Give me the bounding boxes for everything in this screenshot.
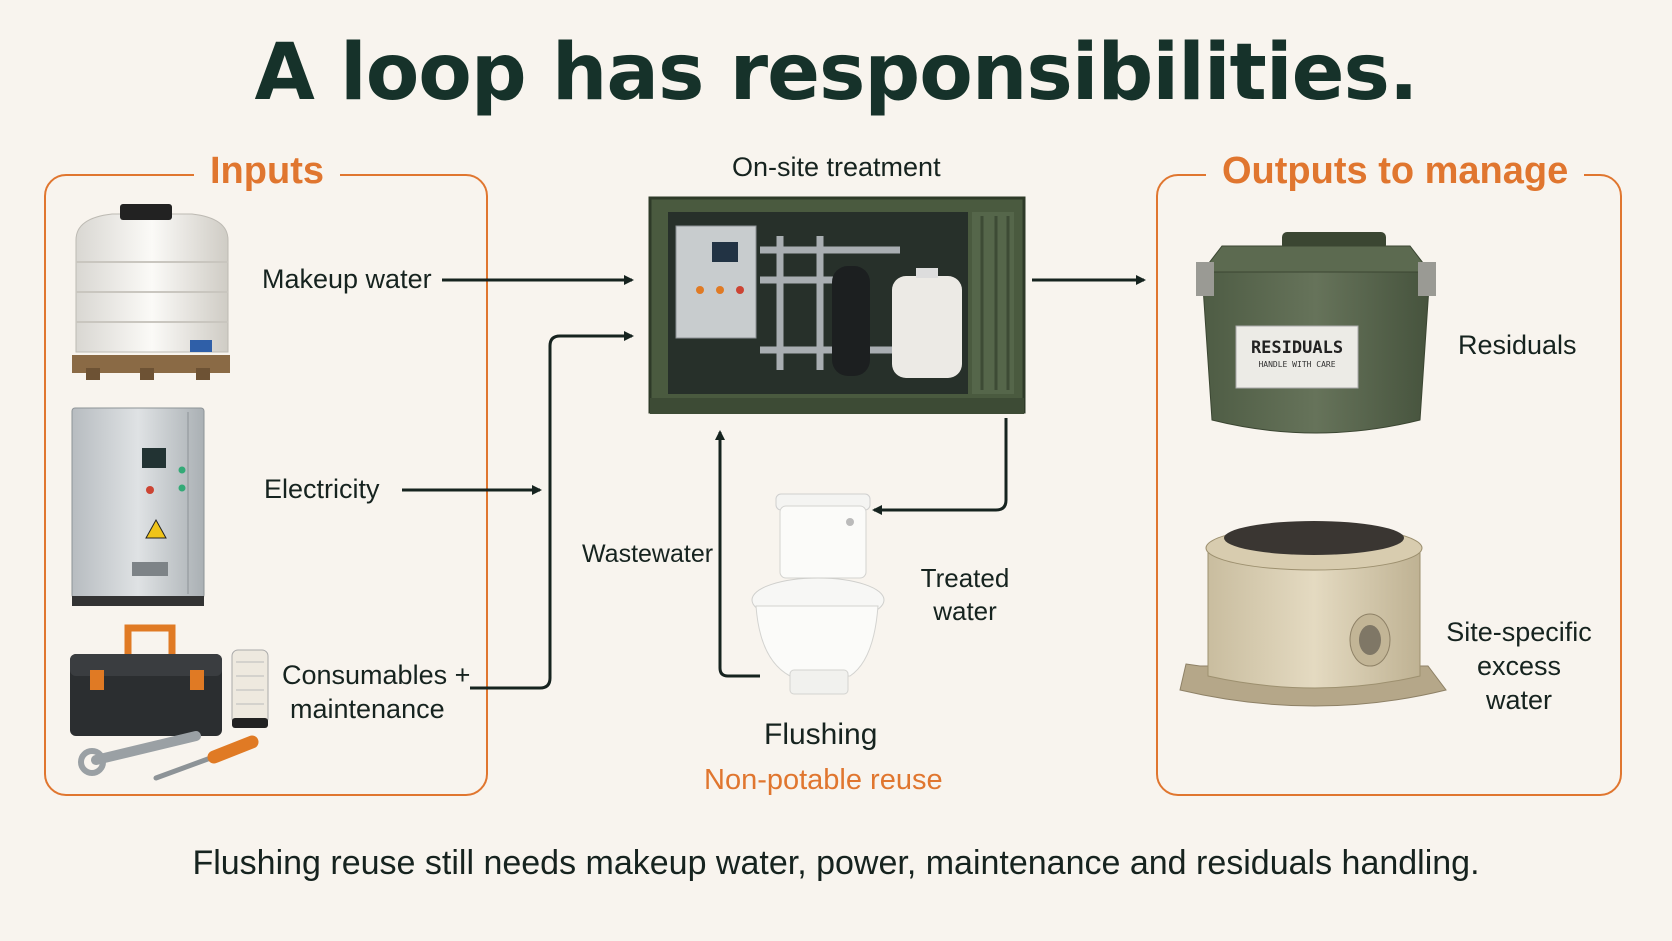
consumables-arrow bbox=[470, 331, 634, 690]
wastewater-label: Wastewater bbox=[582, 540, 714, 568]
residuals-bin-icon bbox=[1196, 232, 1436, 434]
residuals-label: Residuals bbox=[1458, 330, 1577, 360]
page-title: A loop has responsibilities. bbox=[254, 28, 1418, 118]
electrical-cabinet-icon bbox=[71, 407, 205, 606]
connector-arrows bbox=[402, 275, 1146, 690]
maintenance-label: maintenance bbox=[290, 694, 445, 724]
bin-label-sub: HANDLE WITH CARE bbox=[1258, 360, 1336, 369]
treated-water-label: Treated water bbox=[910, 562, 1020, 627]
residuals-bin-label: RESIDUALS HANDLE WITH CARE bbox=[1238, 338, 1356, 369]
outputs-heading: Outputs to manage bbox=[1206, 150, 1585, 193]
non-potable-reuse-label: Non-potable reuse bbox=[704, 764, 943, 796]
makeup-water-label: Makeup water bbox=[262, 264, 432, 294]
excess-line-1: Site-specific bbox=[1446, 617, 1592, 647]
overflow-vault-icon bbox=[1179, 521, 1447, 707]
treated-word: Treated bbox=[920, 563, 1010, 593]
treated-water-arrow bbox=[872, 418, 1008, 515]
excess-water-label: Site-specific excess water bbox=[1434, 616, 1604, 717]
excess-line-2: excess bbox=[1476, 650, 1562, 681]
toilet-icon bbox=[751, 493, 885, 695]
flushing-label: Flushing bbox=[764, 718, 878, 751]
wrench-icon bbox=[78, 731, 201, 776]
consumables-label: Consumables + bbox=[282, 660, 471, 690]
treatment-heading: On-site treatment bbox=[732, 152, 941, 182]
electricity-label: Electricity bbox=[264, 474, 380, 504]
treatment-container-icon bbox=[648, 196, 1026, 414]
bin-label-main: RESIDUALS bbox=[1250, 338, 1344, 358]
footer-caption: Flushing reuse still needs makeup water,… bbox=[192, 844, 1480, 882]
water-tank-icon bbox=[72, 204, 230, 380]
screwdriver-icon bbox=[153, 735, 259, 781]
toolbox-icon bbox=[70, 624, 222, 736]
excess-line-3: water bbox=[1485, 684, 1553, 715]
inputs-heading: Inputs bbox=[194, 150, 340, 193]
filter-cartridge-icon bbox=[231, 649, 269, 728]
water-word: water bbox=[933, 595, 997, 626]
wastewater-arrow bbox=[715, 430, 760, 678]
